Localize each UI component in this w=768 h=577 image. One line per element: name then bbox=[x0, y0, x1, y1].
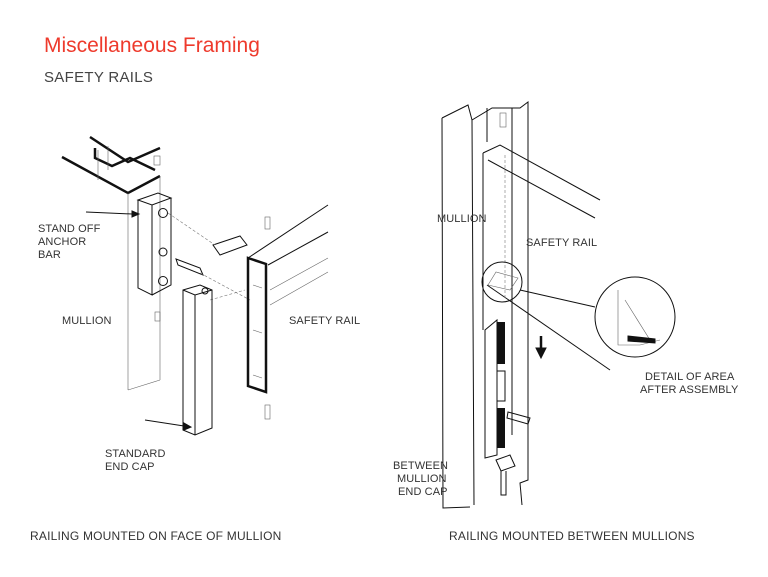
right-mullion-label: MULLION bbox=[437, 213, 487, 225]
right-safety-rail-label: SAFETY RAIL bbox=[526, 237, 598, 249]
page-title: Miscellaneous Framing bbox=[44, 34, 260, 57]
spacer-drawing bbox=[212, 235, 248, 256]
between-label-line1: BETWEEN bbox=[393, 460, 449, 472]
standoff-label-line3: BAR bbox=[38, 249, 61, 261]
left-caption: RAILING MOUNTED ON FACE OF MULLION bbox=[30, 529, 282, 543]
page-subtitle: SAFETY RAILS bbox=[44, 69, 154, 86]
safety-rail-label: SAFETY RAIL bbox=[289, 315, 361, 327]
bolt-drawing bbox=[175, 258, 204, 276]
mullion-label: MULLION bbox=[62, 315, 112, 327]
detail-label-line1: DETAIL OF AREA bbox=[645, 371, 735, 383]
standoff-label-line2: ANCHOR bbox=[38, 236, 87, 248]
between-label-line3: END CAP bbox=[398, 486, 448, 498]
safety-rail-drawing bbox=[246, 204, 329, 420]
end-cap-label-line1: STANDARD bbox=[105, 448, 166, 460]
right-mullion-drawing bbox=[441, 101, 529, 509]
between-label-line2: MULLION bbox=[397, 473, 447, 485]
detail-label-line2: AFTER ASSEMBLY bbox=[640, 384, 739, 396]
right-safety-rail-drawing bbox=[481, 144, 676, 371]
standoff-label-line1: STAND OFF bbox=[38, 223, 101, 235]
end-cap-label-line2: END CAP bbox=[105, 461, 155, 473]
standoff-anchor-bar-drawing bbox=[85, 192, 173, 296]
right-caption: RAILING MOUNTED BETWEEN MULLIONS bbox=[449, 529, 695, 543]
end-cap-drawing bbox=[144, 284, 213, 436]
right-bracket-stack-drawing bbox=[484, 318, 531, 496]
mullion-drawing bbox=[61, 135, 161, 391]
